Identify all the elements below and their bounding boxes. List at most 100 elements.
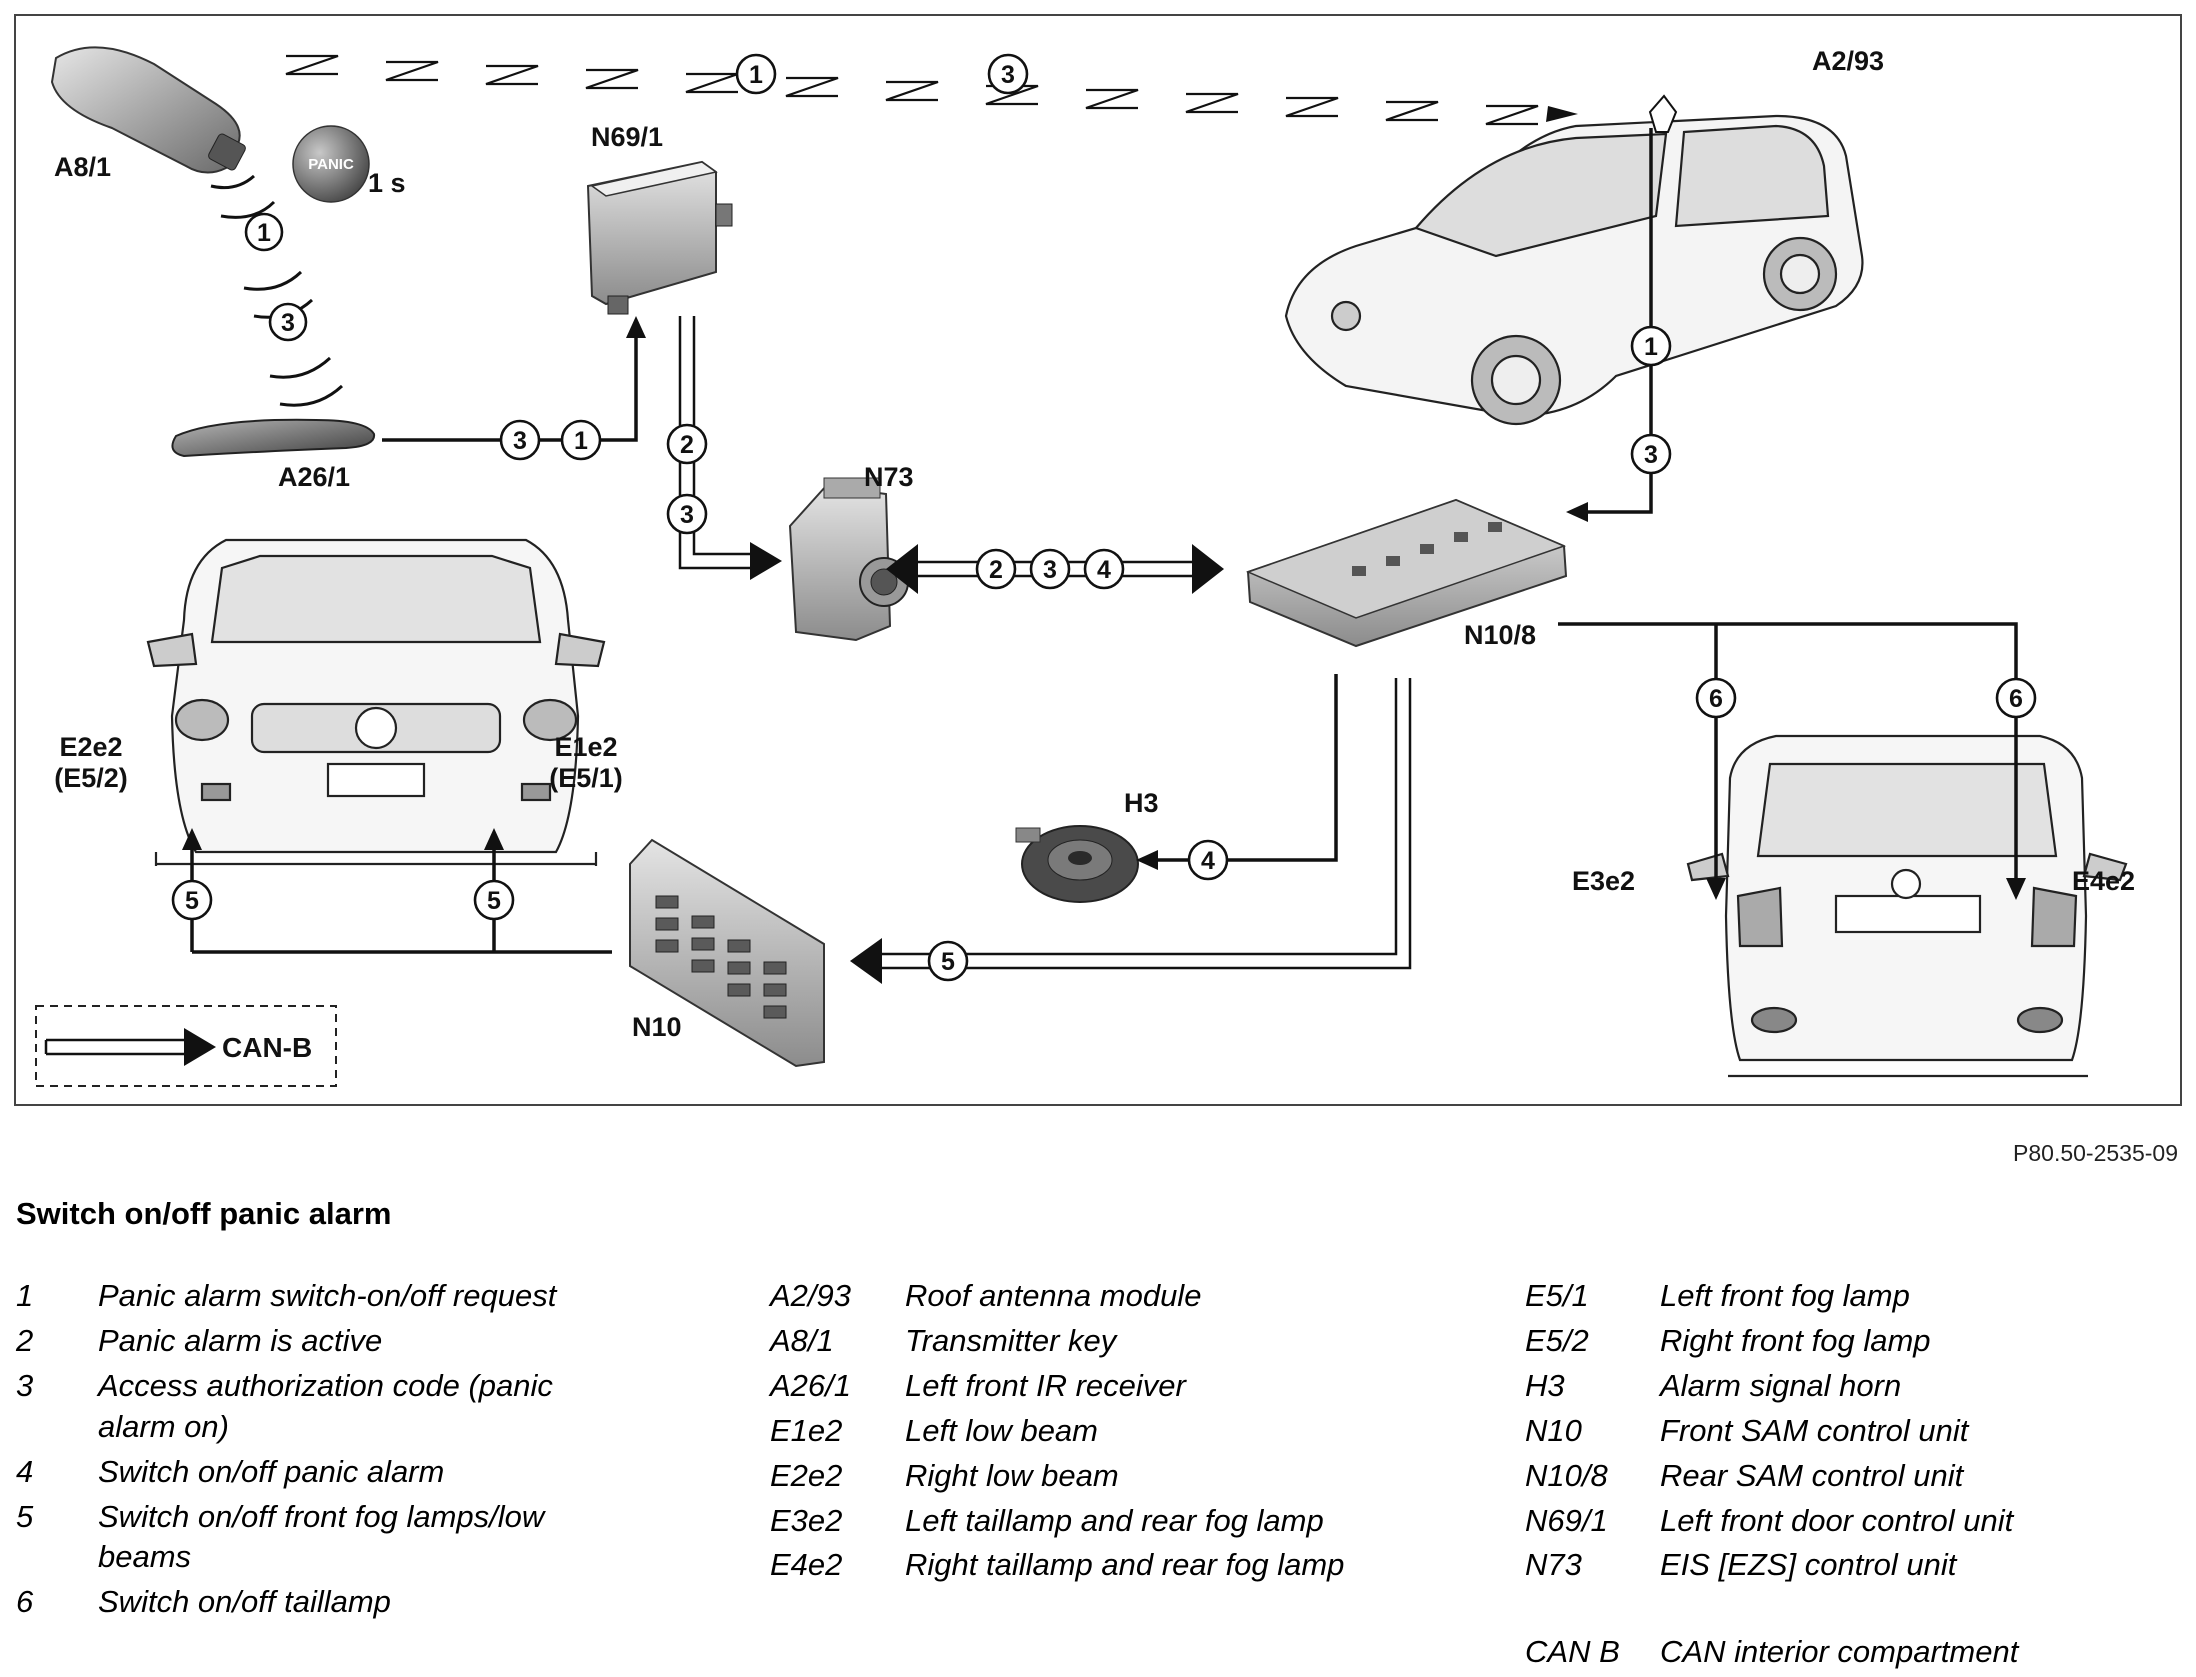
badge-number: 1 bbox=[574, 427, 588, 455]
badge-number: 1 bbox=[257, 219, 271, 247]
signal-badge-numbers: 1 3 1 3 1 3 3 1 2 3 2 3 4 4 5 5 5 6 6 bbox=[185, 61, 2023, 976]
badge-number: 1 bbox=[1644, 333, 1658, 361]
badge-number: 6 bbox=[2009, 685, 2023, 713]
legend-item: E3e2 Left taillamp and rear fog lamp bbox=[770, 1501, 1490, 1542]
label-panic-duration: 1 s bbox=[368, 168, 406, 198]
legend-key: N73 bbox=[1525, 1547, 1582, 1583]
legend-key: N10 bbox=[1525, 1412, 1582, 1448]
legend-item: E2e2 Right low beam bbox=[770, 1456, 1490, 1497]
legend-text: Right low beam bbox=[905, 1457, 1119, 1493]
transmitter-key-icon bbox=[50, 46, 246, 174]
legend-key: A2/93 bbox=[770, 1278, 852, 1313]
roof-antenna-icon bbox=[1648, 94, 1678, 133]
legend-text: Rear SAM control unit bbox=[1660, 1457, 1964, 1493]
legend-text: Access authorization code (panic alarm o… bbox=[98, 1367, 553, 1444]
radio-signal-arrowhead bbox=[1546, 106, 1578, 122]
legend-item: 6 Switch on/off taillamp bbox=[16, 1582, 626, 1623]
legend-key: 5 bbox=[16, 1498, 34, 1534]
label-e5-1-code: (E5/1) bbox=[549, 763, 623, 794]
legend-text: CAN interior compartment bbox=[1660, 1634, 2019, 1670]
badge-number: 5 bbox=[941, 948, 955, 976]
label-n73: N73 bbox=[864, 462, 914, 492]
legend-text: Switch on/off panic alarm bbox=[98, 1453, 445, 1489]
legend-text: Left taillamp and rear fog lamp bbox=[905, 1502, 1324, 1538]
vehicle-side-view-icon bbox=[1284, 114, 1864, 426]
legend-text: Switch on/off taillamp bbox=[98, 1584, 391, 1620]
legend-key: N10/8 bbox=[1525, 1457, 1608, 1493]
legend-key: E2e2 bbox=[770, 1457, 843, 1493]
panic-alarm-diagram: 1 3 1 3 1 3 3 1 2 3 2 3 4 4 5 5 5 6 6 PA… bbox=[14, 14, 2182, 1106]
legend-key: E3e2 bbox=[770, 1502, 843, 1538]
label-n10: N10 bbox=[632, 1012, 682, 1042]
badge-number: 2 bbox=[989, 556, 1003, 584]
badge-number: 2 bbox=[680, 431, 694, 459]
legend-text: Left front door control unit bbox=[1660, 1502, 2014, 1538]
vehicle-rear-view-icon bbox=[1686, 734, 2128, 1078]
badge-number: 4 bbox=[1097, 556, 1111, 584]
legend-text: EIS [EZS] control unit bbox=[1660, 1547, 1957, 1583]
label-a26-1: A26/1 bbox=[278, 462, 351, 492]
rear-sam-control-unit-icon bbox=[1245, 498, 1568, 648]
ir-receiver-icon bbox=[171, 418, 376, 458]
badge-number: 4 bbox=[1201, 847, 1215, 875]
panic-button-icon bbox=[292, 125, 370, 203]
badge-number: 3 bbox=[1043, 556, 1057, 584]
legend-item: 4 Switch on/off panic alarm bbox=[16, 1452, 626, 1493]
badge-number: 3 bbox=[281, 309, 295, 337]
panic-button-text: PANIC bbox=[308, 156, 354, 173]
legend-key: 6 bbox=[16, 1584, 34, 1620]
ir-signal-arcs bbox=[210, 174, 344, 407]
label-a8-1: A8/1 bbox=[54, 152, 112, 182]
badge-number: 1 bbox=[749, 61, 763, 89]
badge-number: 3 bbox=[680, 501, 694, 529]
label-n10-8: N10/8 bbox=[1464, 620, 1537, 650]
legend-key: CAN B bbox=[1525, 1634, 1620, 1670]
legend-key: N69/1 bbox=[1525, 1502, 1608, 1538]
badge-number: 5 bbox=[487, 887, 501, 915]
legend-key: 2 bbox=[16, 1322, 34, 1358]
legend-key: E5/1 bbox=[1525, 1278, 1589, 1313]
vehicle-front-view-icon bbox=[146, 538, 606, 866]
legend-item: N73 EIS [EZS] control unit bbox=[1525, 1545, 2185, 1586]
badge-number: 3 bbox=[1644, 441, 1658, 469]
badge-number: 3 bbox=[513, 427, 527, 455]
alarm-horn-icon bbox=[1015, 825, 1139, 903]
can-bus-arrowheads bbox=[750, 542, 1224, 984]
legend-key: 1 bbox=[16, 1278, 34, 1313]
discrete-arrowheads bbox=[182, 316, 2026, 900]
legend-text: Transmitter key bbox=[905, 1322, 1117, 1358]
label-e2e2: E2e2 (E5/2) bbox=[46, 732, 136, 794]
label-e5-2-code: (E5/2) bbox=[54, 763, 128, 794]
legend-text: Switch on/off front fog lamps/low beams bbox=[98, 1498, 545, 1575]
can-b-legend-box bbox=[35, 1005, 337, 1087]
caption-title: Switch on/off panic alarm bbox=[16, 1196, 392, 1231]
badge-number: 6 bbox=[1709, 685, 1723, 713]
legend-text: Left low beam bbox=[905, 1412, 1098, 1448]
legend-text: Left front IR receiver bbox=[905, 1367, 1186, 1403]
legend-key: 4 bbox=[16, 1453, 34, 1489]
eis-control-unit-icon bbox=[788, 477, 909, 642]
legend-item-canbus: CAN B CAN interior compartment bbox=[1525, 1632, 2185, 1673]
door-control-unit-icon bbox=[586, 160, 733, 315]
label-e1e2-code: E1e2 bbox=[554, 732, 618, 762]
legend-item: N10/8 Rear SAM control unit bbox=[1525, 1456, 2185, 1497]
legend-item: N69/1 Left front door control unit bbox=[1525, 1501, 2185, 1542]
front-sam-control-unit-icon bbox=[629, 838, 825, 1068]
legend-spacer bbox=[1525, 1590, 2185, 1632]
label-e1e2: E1e2 (E5/1) bbox=[536, 732, 636, 794]
label-e4e2: E4e2 bbox=[2072, 866, 2136, 896]
badge-number: 5 bbox=[185, 887, 199, 915]
